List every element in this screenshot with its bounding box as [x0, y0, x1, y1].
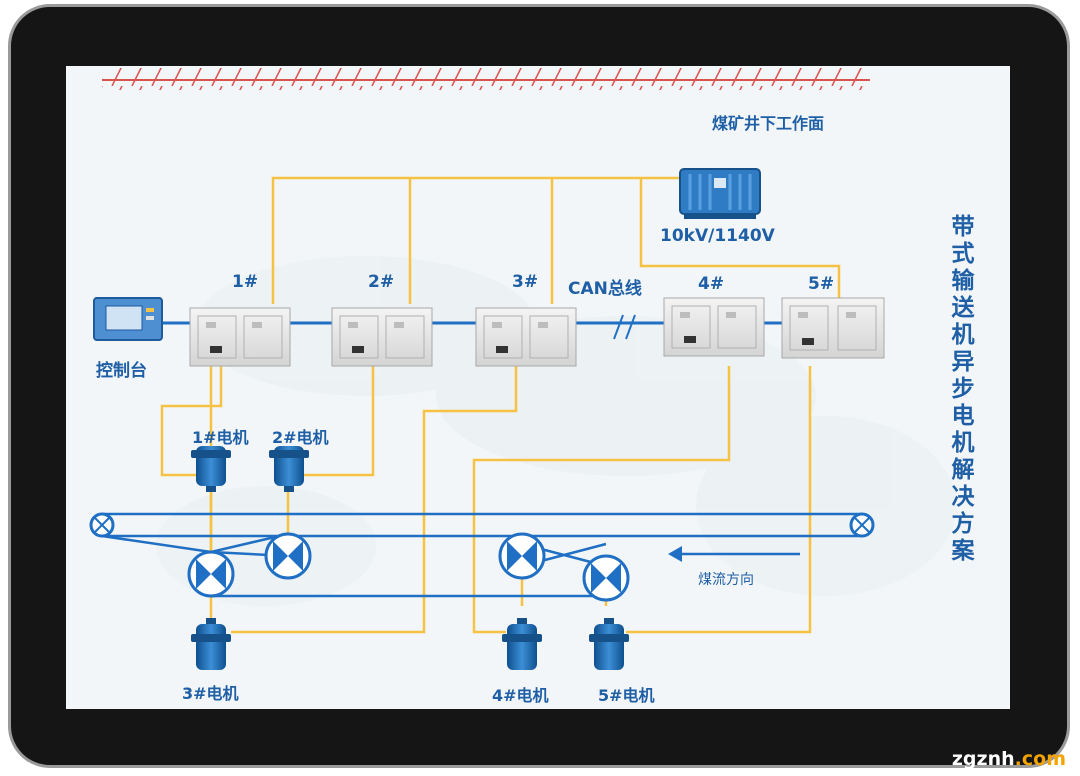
inverter-cabinet-2 [331, 307, 433, 367]
motor-1 [191, 446, 231, 492]
control-console [93, 297, 163, 341]
mine-face-label: 煤矿井下工作面 [712, 114, 825, 133]
power-cables [160, 176, 841, 658]
inverter-label-2: 2# [368, 272, 395, 292]
solution-title: 带式输送机异步电机解决方案 [951, 214, 975, 564]
watermark-main: zgznh [951, 748, 1015, 770]
motor-label-3: 3#电机 [182, 684, 239, 703]
motor-4 [502, 618, 542, 670]
inverter-label-4: 4# [698, 274, 725, 294]
motor-5 [589, 618, 629, 670]
inverter-label-3: 3# [512, 272, 539, 292]
can-bus-label: CAN总线 [568, 279, 642, 299]
flow-arrow [668, 546, 800, 562]
drive-pulley-2 [264, 532, 312, 580]
drive-pulley-5 [582, 554, 630, 602]
watermark: zgznh.com [952, 748, 1066, 770]
motor-2 [269, 446, 309, 492]
end-pulley-left [89, 512, 115, 538]
motor-3 [191, 618, 231, 670]
end-pulley-right [849, 512, 875, 538]
inverter-label-5: 5# [808, 274, 835, 294]
motors [191, 446, 629, 670]
drive-pulley-1 [187, 550, 235, 598]
inverter-cabinet-5 [781, 297, 885, 359]
system-diagram [89, 68, 956, 670]
drive-pulley-4 [498, 532, 546, 580]
motor-label-1: 1#电机 [192, 428, 249, 447]
motor-label-5: 5#电机 [598, 686, 655, 705]
inverter-cabinet-1 [189, 307, 291, 367]
transformer [679, 168, 761, 219]
inverter-cabinet-3 [475, 307, 577, 367]
motor-label-2: 2#电机 [272, 428, 329, 447]
inverter-cabinets [189, 297, 885, 367]
motor-label-4: 4#电机 [492, 686, 549, 705]
inverter-label-1: 1# [232, 272, 259, 292]
conveyor-belts [101, 512, 862, 598]
diagram-screen: 煤矿井下工作面 10kV/1140V CAN总线 控制台 1# 2# 3# 4#… [66, 66, 1010, 709]
coal-flow-label: 煤流方向 [698, 572, 754, 588]
pulleys [89, 512, 875, 602]
inverter-cabinet-4 [663, 297, 765, 357]
watermark-accent: .com [1014, 748, 1066, 770]
control-console-label: 控制台 [96, 361, 147, 381]
mine-roof [102, 68, 870, 90]
transformer-voltage-label: 10kV/1140V [660, 226, 775, 246]
